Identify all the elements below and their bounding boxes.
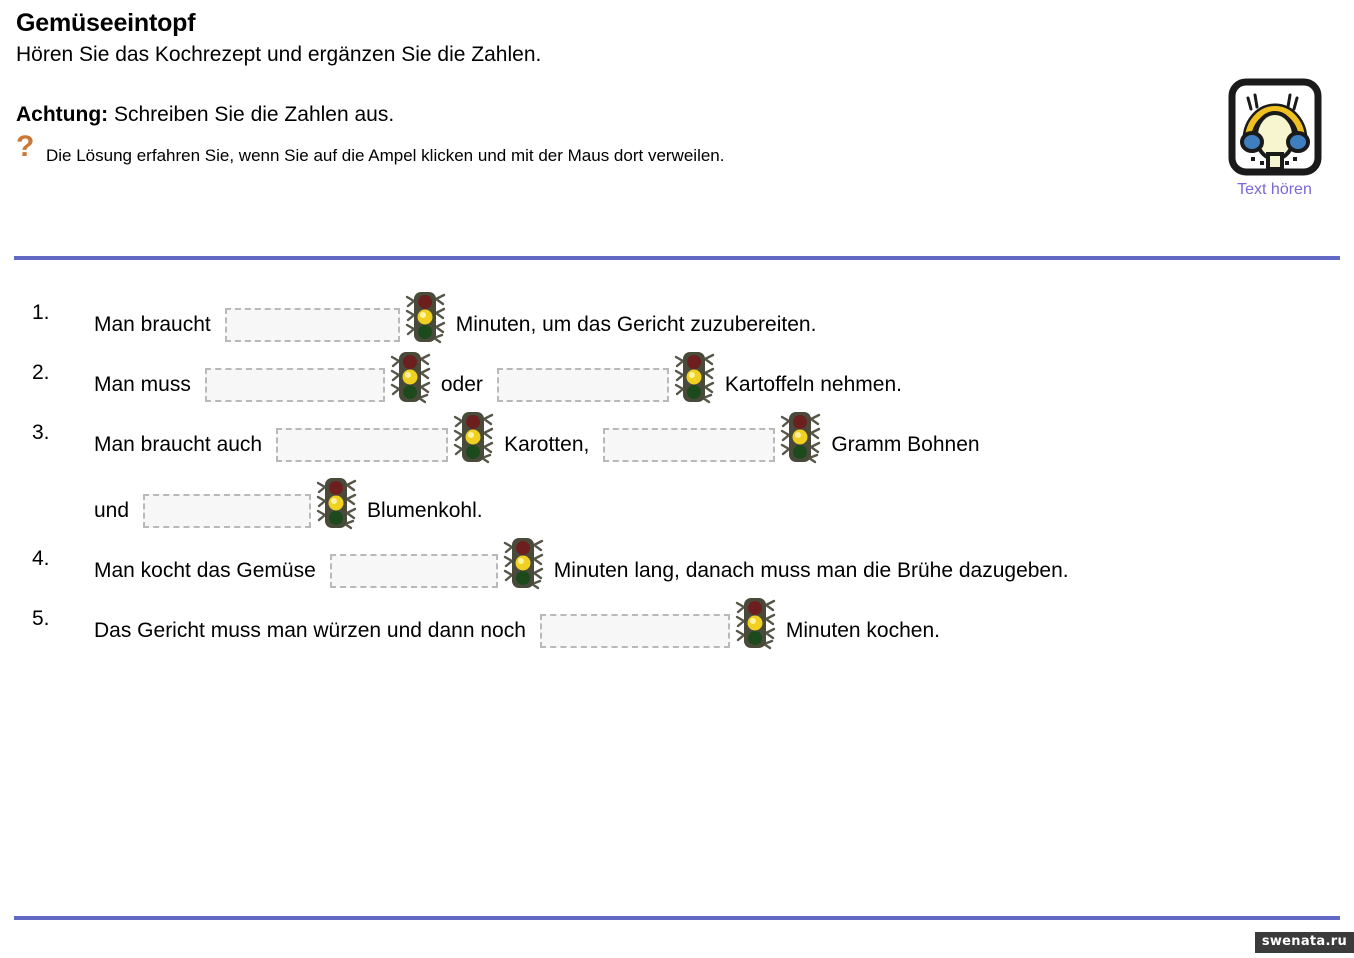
question-text: Minuten lang, danach muss man die Brühe …: [553, 559, 1069, 582]
question-line: Man braucht auch Karotten, Gramm Bohnen: [0, 412, 1354, 470]
question-number: 5.: [32, 607, 50, 630]
divider-bottom: [14, 916, 1340, 920]
traffic-light-icon[interactable]: [389, 348, 433, 410]
question-text: und: [94, 499, 130, 522]
question-block: 4. Man kocht das Gemüse Minuten lang, dana…: [0, 538, 1354, 596]
answer-input[interactable]: [496, 368, 669, 402]
attention-line: Achtung: Schreiben Sie die Zahlen aus.: [16, 100, 1216, 130]
question-mark-icon: ?: [16, 130, 35, 163]
headphones-icon[interactable]: [1227, 78, 1323, 178]
question-text: Minuten kochen.: [785, 619, 940, 642]
question-line: Man kocht das Gemüse Minuten lang, danach…: [0, 538, 1354, 596]
question-text: oder: [440, 373, 483, 396]
audio-link-label[interactable]: Text hören: [1237, 181, 1312, 198]
question-block: 5. Das Gericht muss man würzen und dann n…: [0, 598, 1354, 656]
answer-input[interactable]: [539, 614, 730, 648]
watermark: swenata.ru: [1254, 932, 1354, 953]
question-block: 1. Man braucht Minuten, um das Gericht zuz…: [0, 292, 1354, 350]
attention-text: Schreiben Sie die Zahlen aus.: [108, 103, 395, 126]
question-line: Man braucht Minuten, um das Gericht zuzub…: [0, 292, 1354, 350]
question-text: Blumenkohl.: [367, 499, 483, 522]
answer-input[interactable]: [603, 428, 776, 462]
hint-text: Die Lösung erfahren Sie, wenn Sie auf di…: [46, 146, 725, 165]
question-number: 3.: [32, 421, 50, 444]
answer-input[interactable]: [329, 554, 498, 588]
attention-label: Achtung:: [16, 103, 109, 126]
question-text: Man kocht das Gemüse: [94, 559, 316, 582]
traffic-light-icon[interactable]: [404, 288, 448, 350]
hint-row: ? Die Lösung erfahren Sie, wenn Sie auf …: [16, 132, 1216, 168]
traffic-light-icon[interactable]: [315, 474, 359, 536]
instruction-text: Hören Sie das Kochrezept und ergänzen Si…: [16, 43, 542, 66]
audio-player-widget[interactable]: Text hören: [1217, 78, 1332, 200]
answer-input[interactable]: [276, 428, 449, 462]
question-number: 1.: [32, 301, 50, 324]
question-number: 2.: [32, 361, 50, 384]
traffic-light-icon[interactable]: [673, 348, 717, 410]
question-text: Kartoffeln nehmen.: [724, 373, 902, 396]
divider-top: [14, 256, 1340, 260]
question-line: Das Gericht muss man würzen und dann noc…: [0, 598, 1354, 656]
question-text: Man braucht: [94, 313, 211, 336]
answer-input[interactable]: [143, 494, 312, 528]
traffic-light-icon[interactable]: [734, 594, 778, 656]
answer-input[interactable]: [204, 368, 385, 402]
page-title: Gemüseeintopf: [16, 9, 196, 37]
question-line: Man muss oder Kartoffeln nehmen.: [0, 352, 1354, 410]
question-text: Man muss: [94, 373, 191, 396]
answer-input[interactable]: [224, 308, 400, 342]
question-text: Das Gericht muss man würzen und dann noc…: [94, 619, 526, 642]
question-text: Man braucht auch: [94, 433, 263, 456]
page-header: Gemüseeintopf Hören Sie das Kochrezept u…: [16, 8, 1216, 168]
question-text: Gramm Bohnen: [831, 433, 980, 456]
question-block: 2. Man muss oder Kartoffeln nehmen.: [0, 352, 1354, 410]
question-line: und Blumenkohl.: [0, 478, 1354, 536]
question-text: Minuten, um das Gericht zuzubereiten.: [455, 313, 817, 336]
traffic-light-icon[interactable]: [779, 408, 823, 470]
question-block: 3. Man braucht auch Karotten, Gramm Bohnen u…: [0, 412, 1354, 536]
exercise-list: 1. Man braucht Minuten, um das Gericht zuz…: [0, 292, 1354, 666]
traffic-light-icon[interactable]: [452, 408, 496, 470]
traffic-light-icon[interactable]: [502, 534, 546, 596]
question-text: Karotten,: [504, 433, 590, 456]
question-number: 4.: [32, 547, 50, 570]
